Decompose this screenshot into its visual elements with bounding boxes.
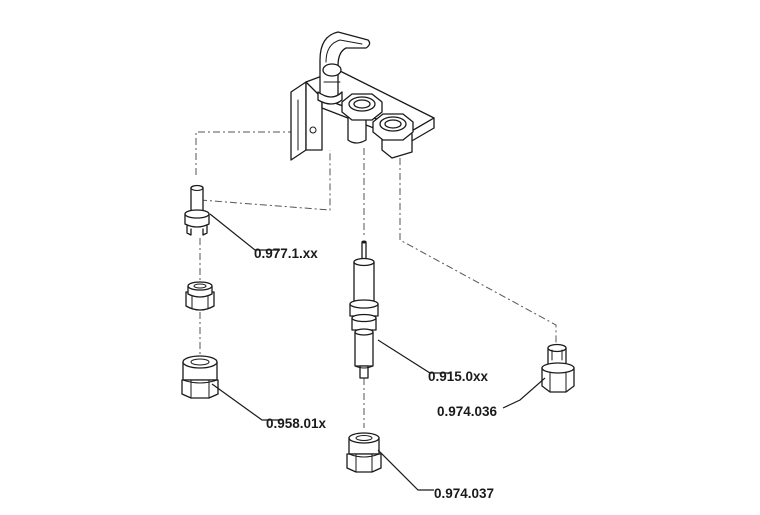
label-burner-nozzle: 0.977.1.xx xyxy=(254,246,318,261)
bottom-nut-part xyxy=(346,432,382,473)
right-nut-part xyxy=(541,343,575,393)
label-nut-left: 0.958.01x xyxy=(266,416,327,431)
label-nut-bottom: 0.974.037 xyxy=(434,486,494,501)
assembly-lines xyxy=(195,131,557,428)
thermocouple-part xyxy=(349,240,379,379)
label-thermocouple: 0.915.0xx xyxy=(428,369,489,384)
burner-nozzle-part xyxy=(184,184,210,236)
left-nut-part xyxy=(181,355,219,399)
leader-lines xyxy=(209,213,546,491)
label-nut-right: 0.974.036 xyxy=(437,404,498,419)
pilot-bracket-assembly xyxy=(290,31,435,161)
orifice-fitting-part xyxy=(185,281,215,311)
